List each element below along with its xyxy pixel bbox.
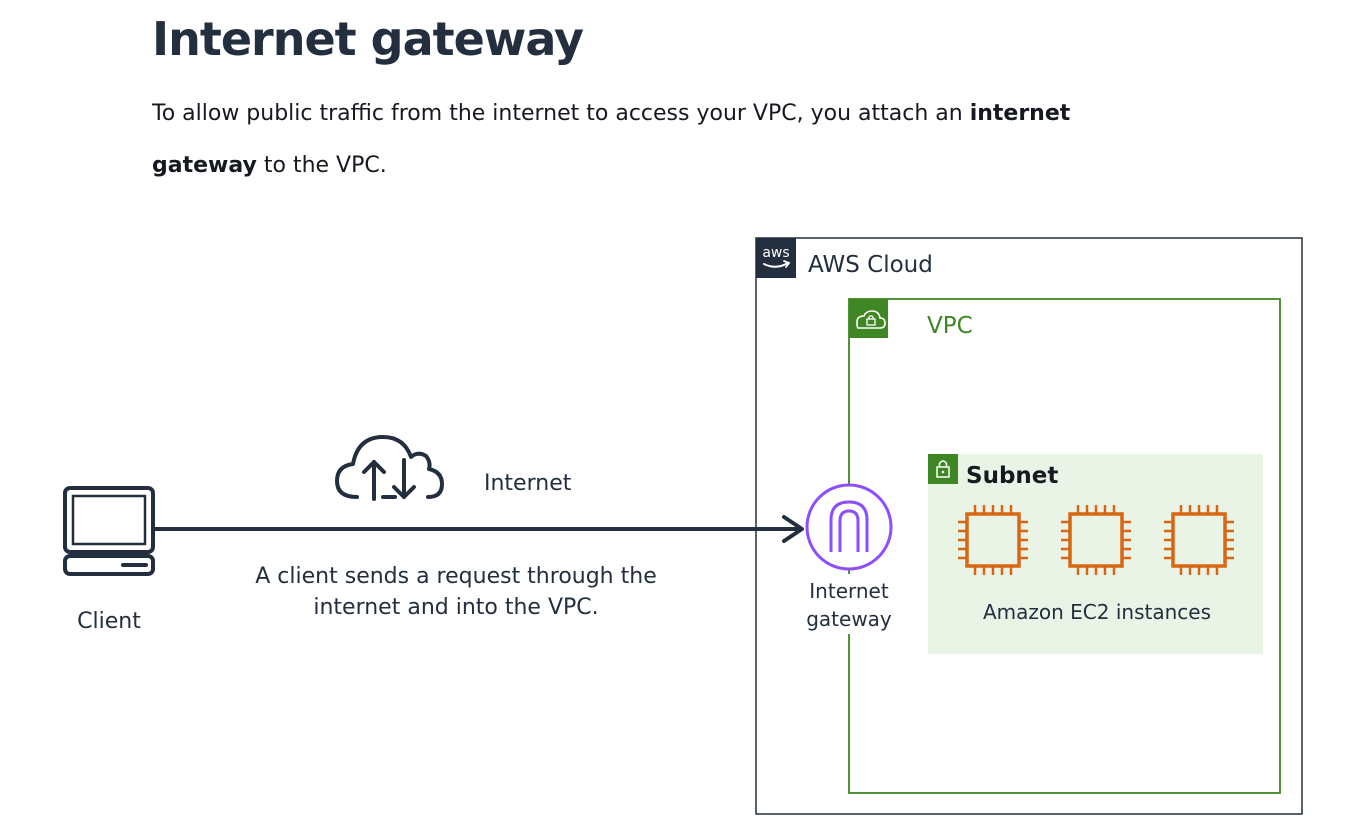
ec2-instances-row bbox=[958, 505, 1234, 575]
internet-gateway-node: Internet gateway bbox=[805, 483, 894, 634]
internet-gateway-icon bbox=[805, 483, 893, 571]
internet-label: Internet bbox=[484, 471, 572, 496]
aws-badge-text: aws bbox=[762, 245, 789, 261]
subnet-background bbox=[928, 454, 1263, 654]
aws-cloud-label: AWS Cloud bbox=[808, 252, 933, 278]
subnet-group: Subnet Amazon EC2 instances bbox=[928, 454, 1263, 654]
aws-logo-icon: aws bbox=[756, 238, 796, 278]
internet-node: Internet bbox=[335, 435, 572, 501]
vpc-label: VPC bbox=[927, 313, 973, 339]
laptop-icon bbox=[63, 486, 155, 576]
ec2-label: Amazon EC2 instances bbox=[983, 600, 1211, 624]
subnet-lock-icon bbox=[928, 454, 958, 484]
client-label: Client bbox=[77, 609, 141, 634]
request-caption-line2: internet and into the VPC. bbox=[313, 595, 598, 620]
intro-paragraph: To allow public traffic from the interne… bbox=[152, 88, 1152, 192]
cloud-upload-download-icon bbox=[335, 435, 444, 501]
aws-cloud-group: aws AWS Cloud bbox=[755, 237, 1303, 815]
subnet-label: Subnet bbox=[966, 463, 1058, 489]
request-arrow bbox=[152, 515, 804, 543]
ec2-chip-icon bbox=[958, 505, 1028, 575]
intro-text-after: to the VPC. bbox=[256, 153, 387, 178]
intro-bold-term: internet gateway bbox=[152, 101, 1071, 178]
request-caption-line1: A client sends a request through the bbox=[255, 564, 656, 589]
client-node: Client bbox=[63, 486, 155, 634]
aws-cloud-border bbox=[755, 237, 1303, 815]
ec2-chip-icon bbox=[1164, 505, 1234, 575]
gateway-label-line1: Internet bbox=[809, 579, 889, 603]
vpc-cloud-lock-icon bbox=[849, 299, 888, 338]
page-title: Internet gateway bbox=[152, 12, 584, 66]
gateway-label-line2: gateway bbox=[806, 607, 892, 631]
intro-text-before: To allow public traffic from the interne… bbox=[152, 101, 970, 126]
ec2-chip-icon bbox=[1061, 505, 1131, 575]
